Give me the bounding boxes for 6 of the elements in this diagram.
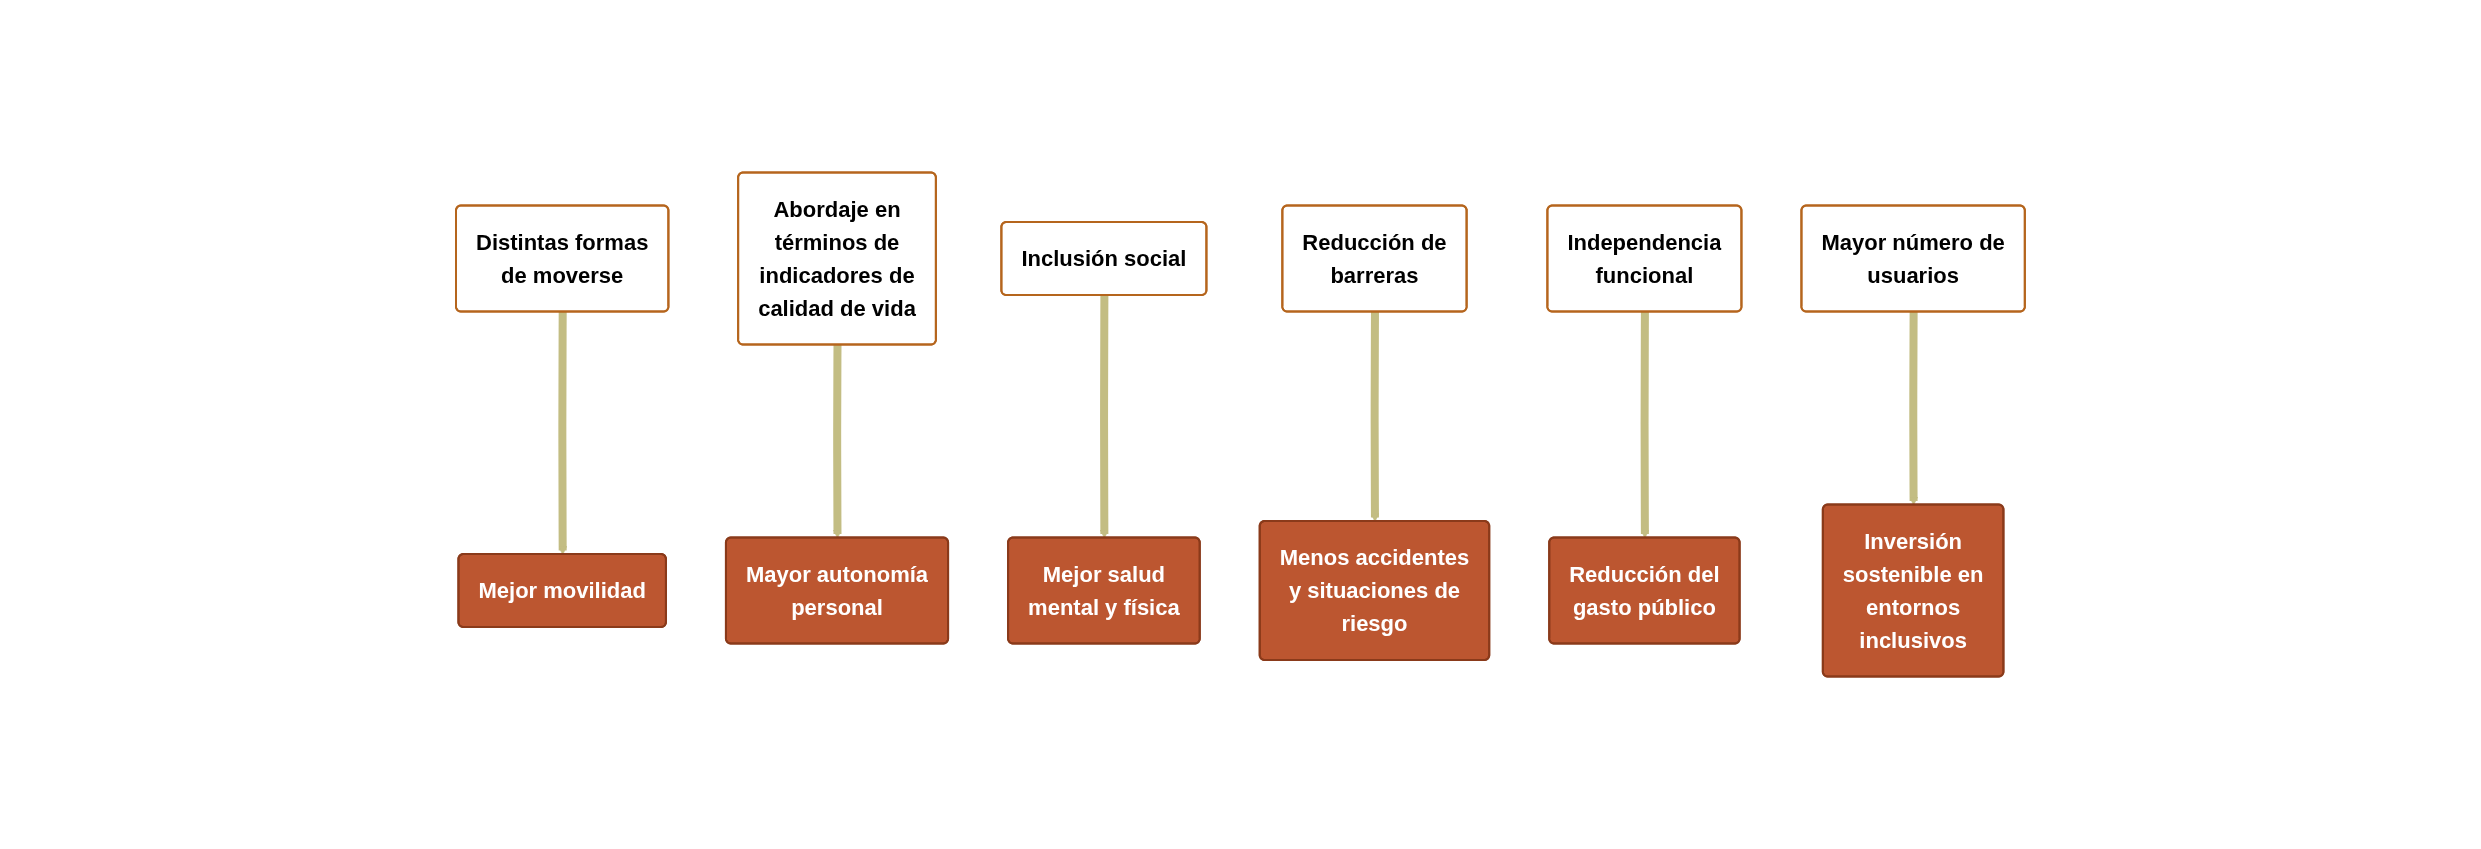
arrow	[1370, 312, 1380, 522]
arrow	[1100, 295, 1109, 539]
arrow	[833, 344, 842, 539]
arrow	[558, 312, 568, 555]
arrow	[1909, 312, 1919, 506]
arrow	[1640, 311, 1650, 539]
